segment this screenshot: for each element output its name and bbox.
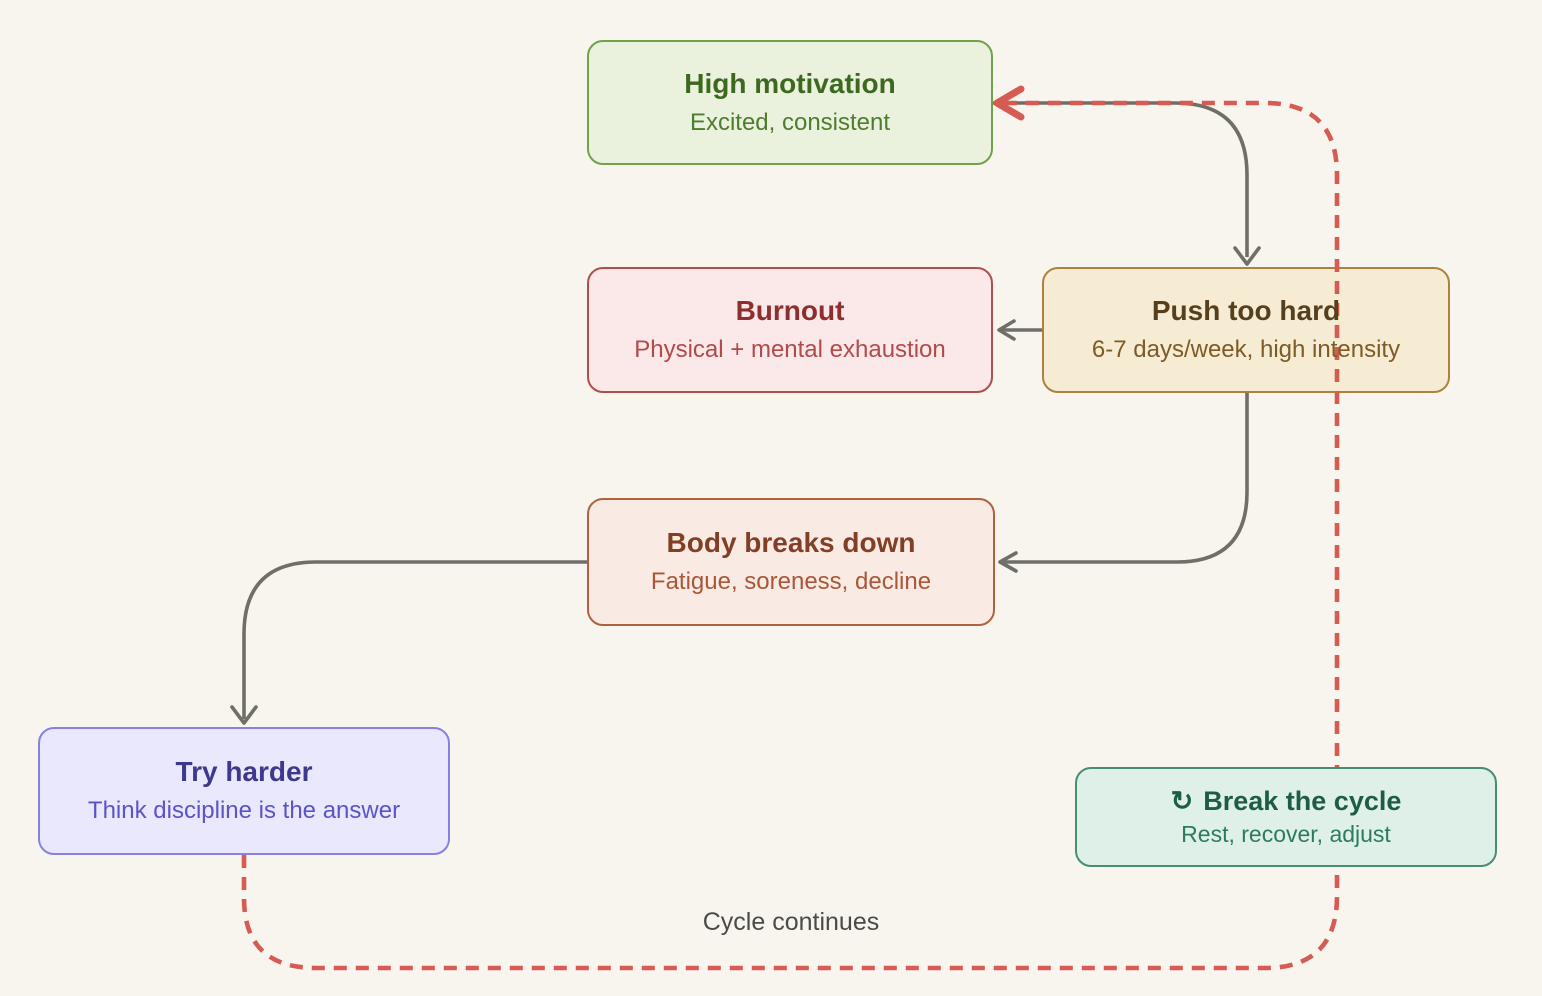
edge-push-to-body (1004, 393, 1249, 564)
node-title: Push too hard (1151, 295, 1341, 327)
node-subtitle: Think discipline is the answer (87, 797, 401, 825)
cycle-continues-label: Cycle continues (702, 908, 880, 936)
node-title: Burnout (735, 295, 845, 327)
node-title: High motivation (684, 67, 896, 99)
node-break-the-cycle: ↻ Break the cycle Rest, recover, adjust (1075, 767, 1497, 867)
node-subtitle: Physical + mental exhaustion (634, 336, 946, 364)
arrowhead-into-body-icon (998, 551, 1018, 573)
node-high-motivation: High motivation Excited, consistent (587, 40, 993, 165)
arrowhead-into-high-icon (993, 85, 1025, 121)
node-title: Try harder (175, 756, 313, 788)
edge-cycle-dashed (241, 100, 1340, 971)
node-body-breaks-down: Body breaks down Fatigue, soreness, decl… (587, 498, 995, 626)
arrowhead-into-burnout-icon (997, 319, 1016, 341)
arrowhead-into-push-icon (1233, 246, 1261, 266)
refresh-cycle-icon: ↻ (1170, 786, 1194, 816)
node-subtitle: Excited, consistent (689, 108, 891, 136)
edge-body-to-try (242, 560, 587, 719)
node-burnout: Burnout Physical + mental exhaustion (587, 267, 993, 393)
arrowhead-into-try-icon (230, 705, 258, 725)
node-subtitle: Rest, recover, adjust (1181, 820, 1391, 847)
node-title: ↻ Break the cycle (1170, 786, 1402, 817)
node-subtitle: Fatigue, soreness, decline (650, 568, 932, 596)
node-title: Body breaks down (666, 527, 916, 559)
node-title-text: Break the cycle (1203, 786, 1402, 816)
node-try-harder: Try harder Think discipline is the answe… (38, 727, 450, 855)
edge-high-to-push (993, 101, 1249, 257)
node-push-too-hard: Push too hard 6-7 days/week, high intens… (1042, 267, 1450, 393)
node-subtitle: 6-7 days/week, high intensity (1091, 336, 1401, 364)
